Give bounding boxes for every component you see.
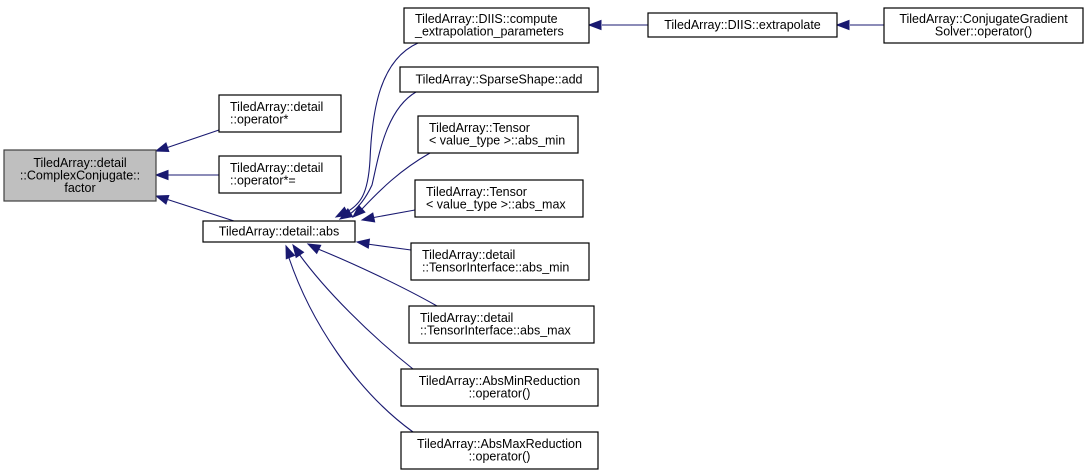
node-label-line: TiledArray::detail::abs bbox=[219, 224, 339, 238]
node-label-line: TiledArray::detail bbox=[420, 311, 513, 325]
node-absmax-red[interactable]: TiledArray::AbsMaxReduction::operator() bbox=[400, 431, 599, 470]
arrowhead-icon bbox=[306, 243, 322, 255]
node-ti-abs-max[interactable]: TiledArray::detail::TensorInterface::abs… bbox=[408, 305, 595, 344]
edge-line bbox=[349, 91, 417, 215]
node-label-line: TiledArray::Tensor bbox=[429, 121, 530, 135]
node-box bbox=[400, 431, 599, 470]
node-label-line: ::operator() bbox=[469, 387, 531, 401]
edge-line bbox=[361, 152, 431, 210]
node-label-line: TiledArray::DIIS::compute bbox=[415, 12, 558, 26]
arrowhead-icon bbox=[835, 19, 850, 31]
edge-ti_abs_max-to-abs bbox=[306, 243, 438, 307]
node-label-line: ::ComplexConjugate:: bbox=[20, 168, 140, 182]
edge-op_mul_assign-to-factor bbox=[154, 169, 219, 181]
node-diis-extrapolate[interactable]: TiledArray::DIIS::extrapolate bbox=[647, 12, 838, 38]
node-cg-solver[interactable]: TiledArray::ConjugateGradientSolver::ope… bbox=[883, 7, 1084, 44]
node-label-line: TiledArray::DIIS::extrapolate bbox=[664, 18, 821, 32]
node-tensor-abs-max[interactable]: TiledArray::Tensor< value_type >::abs_ma… bbox=[414, 179, 584, 218]
arrowhead-icon bbox=[351, 204, 366, 218]
node-label-line: TiledArray::AbsMinReduction bbox=[419, 374, 580, 388]
edge-op_mul-to-factor bbox=[154, 129, 220, 153]
node-label-line: TiledArray::detail bbox=[230, 100, 323, 114]
arrowhead-icon bbox=[355, 238, 371, 249]
node-abs[interactable]: TiledArray::detail::abs bbox=[202, 220, 356, 243]
node-box bbox=[883, 7, 1084, 44]
nodes-layer: TiledArray::detail::ComplexConjugate::fa… bbox=[3, 7, 1084, 470]
node-factor: TiledArray::detail::ComplexConjugate::fa… bbox=[3, 149, 157, 202]
node-box bbox=[400, 368, 599, 407]
arrowhead-icon bbox=[587, 19, 602, 31]
node-box bbox=[410, 242, 590, 281]
node-label-line: Solver::operator() bbox=[935, 25, 1032, 39]
node-op-mul-assign[interactable]: TiledArray::detail::operator*= bbox=[218, 155, 342, 194]
edge-line bbox=[298, 253, 414, 370]
arrowhead-icon bbox=[154, 142, 170, 153]
node-label-line: TiledArray::detail bbox=[230, 161, 323, 175]
node-label-line: ::TensorInterface::abs_max bbox=[420, 324, 572, 338]
arrowhead-icon bbox=[292, 243, 305, 259]
edge-absmin_red-to-abs bbox=[292, 243, 414, 370]
node-box bbox=[647, 12, 838, 38]
edge-cg_solver-to-diis_extrapolate bbox=[835, 19, 884, 31]
node-label-line: TiledArray::SparseShape::add bbox=[416, 72, 583, 86]
node-label-line: ::operator* bbox=[230, 113, 289, 127]
node-label-line: < value_type >::abs_min bbox=[429, 134, 565, 148]
node-box bbox=[202, 220, 356, 243]
node-box bbox=[417, 115, 579, 154]
node-label-line: < value_type >::abs_max bbox=[426, 198, 566, 212]
node-label-line: ::TensorInterface::abs_min bbox=[422, 261, 569, 275]
node-ti-abs-min[interactable]: TiledArray::detail::TensorInterface::abs… bbox=[410, 242, 590, 281]
edge-line bbox=[165, 129, 220, 149]
node-op-mul[interactable]: TiledArray::detail::operator* bbox=[218, 94, 342, 133]
arrowhead-icon bbox=[285, 244, 296, 260]
edge-ti_abs_min-to-abs bbox=[355, 238, 412, 251]
node-box bbox=[218, 94, 342, 133]
arrowhead-icon bbox=[360, 212, 376, 223]
node-label-line: TiledArray::detail bbox=[422, 248, 515, 262]
edge-absmax_red-to-abs bbox=[285, 244, 414, 433]
node-label-line: ::operator() bbox=[469, 450, 531, 464]
node-label-line: ::operator*= bbox=[230, 174, 296, 188]
node-box bbox=[408, 305, 595, 344]
edge-line bbox=[366, 243, 412, 251]
node-sparse-add[interactable]: TiledArray::SparseShape::add bbox=[399, 66, 599, 93]
edge-line bbox=[344, 42, 419, 214]
node-label-line: _extrapolation_parameters bbox=[414, 25, 564, 39]
node-label-line: TiledArray::ConjugateGradient bbox=[899, 12, 1068, 26]
node-tensor-abs-min[interactable]: TiledArray::Tensor< value_type >::abs_mi… bbox=[417, 115, 579, 154]
node-label-line: TiledArray::Tensor bbox=[426, 185, 527, 199]
node-box bbox=[218, 155, 342, 194]
node-absmin-red[interactable]: TiledArray::AbsMinReduction::operator() bbox=[400, 368, 599, 407]
edge-line bbox=[370, 209, 416, 219]
arrowhead-icon bbox=[154, 169, 169, 181]
edge-line bbox=[288, 257, 414, 433]
edge-tensor_abs_max-to-abs bbox=[360, 209, 416, 223]
edge-tensor_abs_min-to-abs bbox=[351, 152, 431, 218]
node-box bbox=[414, 179, 584, 218]
node-label-line: factor bbox=[64, 181, 95, 195]
edge-line bbox=[165, 198, 235, 222]
edges-layer bbox=[154, 19, 884, 433]
node-label-line: TiledArray::detail bbox=[33, 156, 126, 170]
arrowhead-icon bbox=[338, 208, 354, 220]
arrowhead-icon bbox=[154, 194, 170, 205]
node-box bbox=[3, 149, 157, 202]
edge-line bbox=[317, 248, 438, 307]
node-label-line: TiledArray::AbsMaxReduction bbox=[417, 437, 582, 451]
edge-diis_extrapolate-to-diis_compute bbox=[587, 19, 648, 31]
node-diis-compute[interactable]: TiledArray::DIIS::compute_extrapolation_… bbox=[403, 7, 590, 44]
node-box bbox=[399, 66, 599, 93]
edge-sparse_add-to-abs bbox=[338, 91, 417, 220]
node-box bbox=[403, 7, 590, 44]
edge-abs-to-factor bbox=[154, 194, 235, 222]
